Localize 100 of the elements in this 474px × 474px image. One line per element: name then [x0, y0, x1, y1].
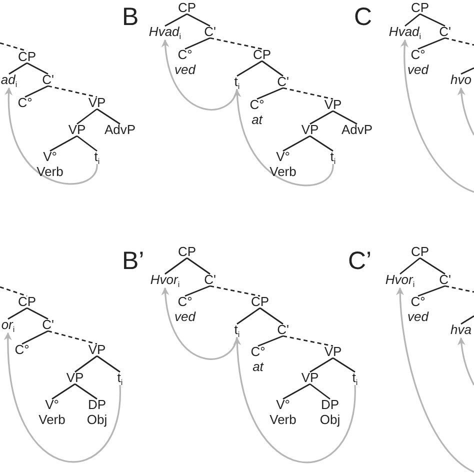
node-label: C° [18, 95, 32, 110]
dashed-branch [48, 330, 98, 345]
movement-arrow [162, 287, 238, 360]
lexical-item: Verb [38, 412, 66, 427]
node-label: VP [66, 370, 84, 385]
node-label: C° [176, 47, 194, 62]
movement-arrow [234, 89, 334, 186]
node-label: t$_{i}$ [352, 370, 358, 385]
movement-arrow [162, 39, 238, 110]
node-label: C° [176, 294, 194, 309]
tree-branch [260, 307, 284, 325]
node-label: C' [277, 74, 289, 89]
tree-branch [310, 110, 334, 125]
tree-branch [310, 135, 334, 152]
function-word: ved [408, 309, 428, 324]
node-label: V° [44, 397, 60, 412]
lexical-item: Obj [86, 412, 108, 427]
function-word: at [250, 112, 264, 127]
node-label: CP [18, 294, 36, 309]
node-label: CP [178, 0, 196, 15]
dashed-branch [282, 87, 334, 100]
tree-branch [420, 13, 446, 27]
tree-branch [310, 357, 334, 373]
function-word: ved [174, 62, 196, 77]
movement-arrow [4, 332, 121, 462]
node-label: VP [301, 122, 319, 137]
lexical-item: Verb [270, 164, 296, 179]
lexical-item: Obj [320, 412, 340, 427]
tree-branch [76, 108, 98, 125]
tree-branch [24, 85, 48, 98]
node-label: C' [204, 272, 216, 287]
tree-branch [418, 37, 446, 50]
tree-branch [400, 257, 420, 275]
moved-word: Hvad$_{i}$ [148, 24, 182, 39]
tree-branch [332, 110, 358, 125]
node-label: CP [18, 49, 36, 64]
node-label: C' [439, 24, 451, 39]
node-label: DP [86, 397, 108, 412]
function-word: ved [174, 309, 196, 324]
dashed-branch [210, 285, 260, 297]
node-label: t$_{i}$ [94, 149, 100, 164]
moved-word: or$_{i}$ [1, 317, 15, 332]
tree-branch [310, 383, 330, 400]
node-label: VP [324, 344, 342, 359]
moved-word: hva [450, 322, 472, 337]
node-label: VP [301, 370, 319, 385]
dashed-branch [282, 335, 334, 347]
tree-branch [262, 60, 284, 77]
node-label: C' [439, 272, 451, 287]
tree-branch [164, 13, 188, 27]
dashed-branch [210, 37, 262, 50]
node-label: C° [410, 294, 426, 309]
moved-word: hvo [450, 72, 472, 87]
tree-branch [26, 62, 48, 75]
tree-branch [420, 257, 446, 275]
movement-arrow [396, 287, 474, 473]
tree-branch [184, 37, 210, 50]
lexical-item: Verb [270, 412, 296, 427]
dashed-branch [48, 85, 98, 98]
movement-arrow [234, 337, 356, 463]
panel-letter: B’ [122, 248, 144, 274]
panel-letter: C [354, 4, 372, 30]
tree-branch [52, 383, 76, 400]
tree-branch [236, 307, 260, 325]
tree-branch [282, 135, 310, 152]
node-label: C' [277, 322, 289, 337]
tree-branch [460, 67, 474, 75]
node-label: CP [410, 0, 430, 15]
moved-word: Hvor$_{i}$ [385, 272, 415, 287]
lexical-item: Verb [36, 164, 64, 179]
node-label: VP [68, 122, 86, 137]
panel-letter: B [122, 4, 139, 30]
dashed-branch [444, 37, 474, 46]
node-label: CP [252, 47, 272, 62]
node-label: t$_{i}$ [330, 149, 336, 164]
tree-branch [26, 307, 48, 320]
tree-branch [282, 383, 310, 400]
tree-branch [332, 357, 356, 373]
moved-word: Hvor$_{i}$ [150, 272, 180, 287]
node-label: V° [275, 149, 291, 164]
node-label: VP [324, 97, 342, 112]
node-label: t$_{i}$ [117, 370, 123, 385]
node-label: CP [178, 244, 196, 259]
node-label: AdvP [104, 122, 136, 137]
tree-branch [256, 87, 284, 100]
tree-branch [460, 315, 474, 325]
node-label: t$_{i}$ [234, 322, 240, 337]
node-label: CP [250, 294, 270, 309]
node-label: C' [42, 72, 54, 87]
panel-letter: C’ [348, 248, 372, 274]
tree-branch [236, 60, 262, 77]
dashed-branch [0, 286, 28, 297]
node-label: C' [42, 317, 54, 332]
moved-word: ad$_{i}$ [0, 72, 18, 87]
node-label: AdvP [341, 122, 373, 137]
node-label: C° [250, 97, 264, 112]
tree-branch [50, 135, 78, 152]
tree-branch [22, 330, 48, 345]
movement-arrow [400, 39, 474, 193]
tree-branch [8, 62, 28, 75]
